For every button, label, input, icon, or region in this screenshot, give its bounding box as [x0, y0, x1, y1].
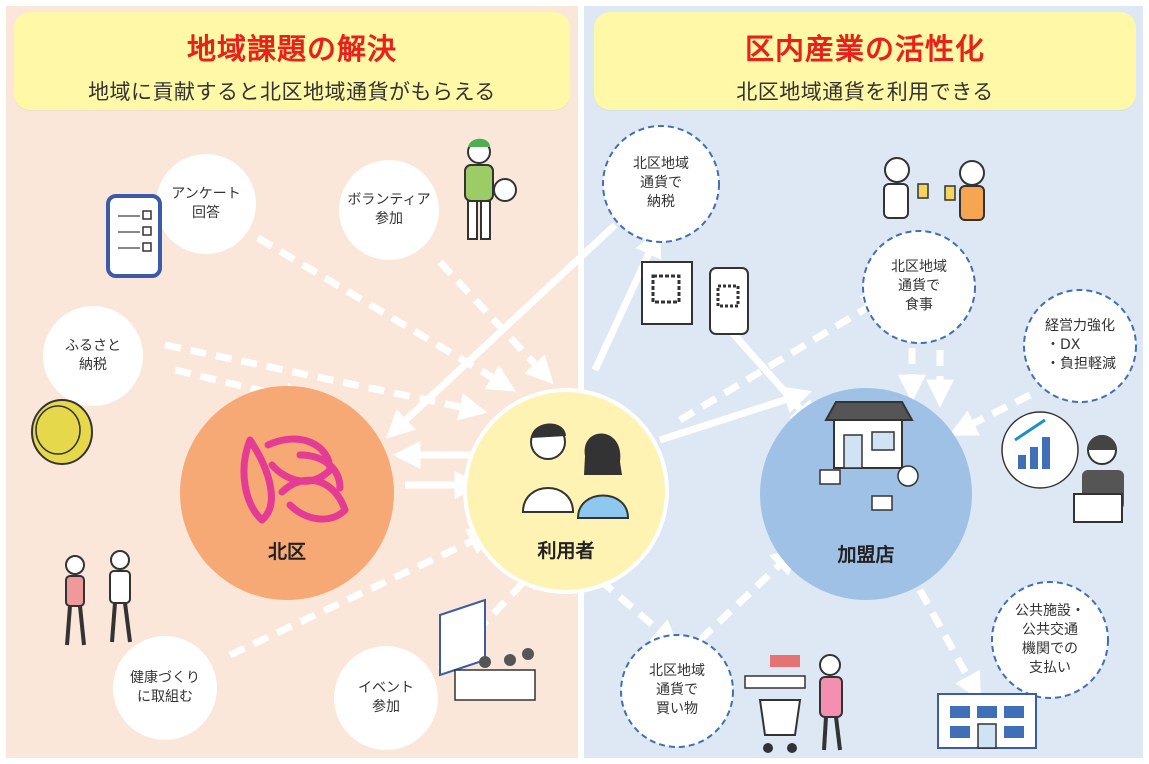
stores-label: 加盟店 [837, 544, 895, 566]
public-label-line2: 公共交通 [1022, 622, 1078, 638]
survey-label-line2: 回答 [192, 205, 220, 221]
arrow-volunteer-to-users [437, 259, 554, 385]
bubble-public [991, 581, 1109, 699]
business-label-line3: ・負担軽減 [1046, 356, 1116, 372]
right-header-banner: 区内産業の活性化 北区地域通貨を利用できる [594, 12, 1136, 110]
volunteer-label-line2: 参加 [375, 211, 403, 227]
furusato-label-line2: 納税 [79, 357, 107, 373]
arrow-qr-to-stores [727, 327, 819, 430]
furusato-label: ふるさと 納税 [43, 337, 143, 375]
public-label: 公共施設・ 公共交通 機関での 支払い [1000, 602, 1100, 678]
tax-label-line2: 通貨で [640, 175, 682, 191]
meal-label-line1: 北区地域 [891, 259, 947, 275]
shopping-label-line1: 北区地域 [649, 663, 705, 679]
public-label-line1: 公共施設・ [1015, 603, 1085, 619]
stores-circle [760, 388, 972, 600]
arrow-event-to-users [437, 560, 544, 673]
bubble-meal [862, 230, 976, 344]
store-building-icon [819, 401, 919, 511]
tablet-survey-icon [106, 194, 162, 278]
meal-label: 北区地域 通貨で 食事 [869, 258, 969, 315]
panel-divider [578, 6, 584, 758]
meal-label-line2: 通貨で [898, 278, 940, 294]
shopping-cart-icon [744, 654, 843, 753]
business-person-icon [1001, 411, 1124, 523]
tax-label-line1: 北区地域 [633, 156, 689, 172]
event-label-line1: イベント [358, 680, 414, 696]
survey-label: アンケート 回答 [156, 185, 256, 223]
furusato-label-line1: ふるさと [65, 338, 121, 354]
right-header-subtitle: 北区地域通貨を利用できる [736, 80, 994, 104]
left-header-title: 地域課題の解決 [186, 32, 397, 66]
event-label-line2: 参加 [372, 699, 400, 715]
tax-label: 北区地域 通貨で 納税 [611, 155, 711, 212]
coin-icon [31, 399, 93, 465]
arrow-health-to-users [228, 528, 497, 659]
public-building-icon [937, 693, 1037, 749]
left-header-banner: 地域課題の解決 地域に貢献すると北区地域通貨がもらえる [14, 12, 570, 110]
left-header-subtitle: 地域に貢献すると北区地域通貨がもらえる [88, 80, 496, 104]
bubble-survey [156, 154, 256, 254]
bubble-tax [602, 125, 720, 243]
bubble-shopping [620, 634, 734, 748]
users-label: 利用者 [537, 540, 595, 562]
health-label-line1: 健康づくり [130, 670, 200, 686]
event-classroom-icon [439, 598, 536, 701]
arrow-tax-to-kita [385, 222, 618, 439]
users-circle [463, 388, 669, 594]
meal-label-line3: 食事 [905, 297, 933, 313]
arrow-survey-to-users [256, 234, 516, 392]
bubble-furusato [43, 306, 143, 406]
arrow-users-to-stores-1 [658, 386, 812, 444]
health-label: 健康づくり に取組む [113, 669, 217, 707]
shopping-label-line3: 買い物 [656, 701, 698, 717]
users-people-icon [521, 423, 630, 519]
bubble-volunteer [339, 160, 439, 260]
volunteer-person-icon [464, 138, 517, 240]
qr-payment-icon [641, 261, 749, 335]
volunteer-label-line1: ボランティア [347, 192, 431, 208]
bubble-business [1023, 289, 1137, 403]
volunteer-label: ボランティア 参加 [334, 191, 444, 229]
shopping-label-line2: 通貨で [656, 682, 698, 698]
arrow-users-to-shopping [597, 577, 680, 649]
dining-people-icon [883, 157, 985, 221]
survey-label-line1: アンケート [171, 186, 241, 202]
kita-ku-label: 北区 [267, 541, 306, 563]
public-label-line4: 支払い [1029, 660, 1071, 676]
right-header-title: 区内産業の活性化 [744, 32, 985, 66]
tax-label-line3: 納税 [647, 194, 675, 210]
exercise-people-icon [65, 550, 132, 646]
arrow-users-to-meal [678, 293, 891, 424]
public-label-line3: 機関での [1022, 641, 1078, 657]
business-label: 経営力強化 ・DX ・負担軽減 [1030, 317, 1130, 374]
shopping-label: 北区地域 通貨で 買い物 [627, 662, 727, 719]
bubble-health [113, 636, 217, 740]
bubble-event [334, 646, 438, 750]
arrow-shopping-to-stores [697, 546, 800, 643]
business-label-line2: ・DX [1046, 337, 1081, 353]
kita-ku-logo-icon [240, 435, 349, 524]
kita-ku-circle [180, 386, 394, 600]
health-label-line2: に取組む [137, 689, 193, 705]
arrow-stores-to-public [916, 588, 982, 702]
event-label: イベント 参加 [336, 679, 436, 717]
arrow-business-to-stores [948, 391, 1032, 436]
business-label-line1: 経営力強化 [1045, 318, 1115, 334]
